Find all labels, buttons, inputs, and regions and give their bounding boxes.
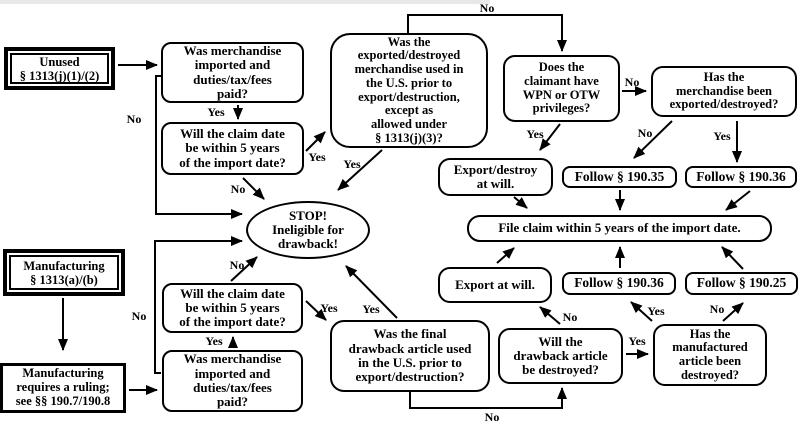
- edge-claim-date-bottom-no-to-stop: [230, 256, 258, 282]
- edge-export-at-will-to-file-claim: [496, 247, 515, 264]
- node-was-merchandise-imported-top-label: Was merchandise imported and duties/tax/…: [183, 42, 282, 101]
- node-stop-ineligible-label: STOP! Ineligible for drawback!: [272, 207, 344, 252]
- node-stop-ineligible: STOP! Ineligible for drawback!: [246, 201, 370, 259]
- edge-label-yes: Yes: [308, 150, 326, 164]
- edge-label-yes: Yes: [647, 304, 665, 318]
- node-export-destroy-at-will: Export/destroy at will.: [438, 158, 553, 196]
- edge-claim-date-bottom-yes-to-was-final: [305, 300, 327, 321]
- node-unused-entry: Unused § 1313(j)(1)/(2): [4, 47, 115, 90]
- node-file-claim-label: File claim within 5 years of the import …: [498, 220, 741, 236]
- edge-label-no: No: [709, 302, 725, 316]
- node-follow-190-36-top-label: Follow § 190.36: [696, 168, 786, 184]
- edge-has-manufactured-no-to-follow-190-25: [722, 302, 744, 322]
- node-claimant-wpn-otw-label: Does the claimant have WPN or OTW privil…: [522, 60, 601, 116]
- edge-label-no: No: [484, 410, 500, 424]
- edge-label-yes: Yes: [526, 127, 544, 141]
- node-unused-entry-label: Unused § 1313(j)(1)/(2): [19, 54, 100, 83]
- edge-follow-190-36-top-to-file-claim: [725, 190, 751, 211]
- edge-has-merch-no-to-follow-190-35: [633, 120, 673, 159]
- node-was-merchandise-imported-bottom-label: Was merchandise imported and duties/tax/…: [183, 351, 282, 410]
- edge-label-no: No: [126, 112, 142, 126]
- node-follow-190-35: Follow § 190.35: [562, 166, 677, 188]
- node-merchandise-used-except-1313j3: Was the exported/destroyed merchandise u…: [330, 33, 488, 148]
- node-claim-date-bottom-label: Will the claim date be within 5 years of…: [179, 285, 286, 330]
- edge-label-no: No: [131, 309, 147, 323]
- edge-label-yes: Yes: [713, 129, 731, 143]
- node-has-merchandise-exported-label: Has the merchandise been exported/destro…: [669, 69, 779, 112]
- edge-label-no: No: [230, 182, 246, 196]
- edge-was-final-no-to-will-drawback: [409, 387, 567, 409]
- edge-was-merch-bottom-no-to-stop: [154, 236, 243, 374]
- node-manufacturing-ruling: Manufacturing requires a ruling; see §§ …: [0, 363, 126, 413]
- node-manufacturing-entry-label: Manufacturing § 1313(a)/(b): [23, 258, 105, 287]
- node-follow-190-35-label: Follow § 190.35: [574, 168, 665, 184]
- edge-label-no: No: [624, 75, 640, 89]
- node-will-drawback-article-destroyed: Will the drawback article be destroyed?: [498, 328, 623, 384]
- node-export-destroy-at-will-label: Export/destroy at will.: [453, 161, 538, 191]
- edge-label-yes: Yes: [343, 157, 361, 171]
- node-follow-190-25: Follow § 190.25: [685, 272, 798, 295]
- node-export-at-will-label: Export at will.: [455, 276, 535, 292]
- edge-claim-date-top-yes-to-used-except: [305, 131, 326, 152]
- node-export-at-will: Export at will.: [438, 267, 552, 303]
- edge-label-yes: Yes: [628, 334, 646, 348]
- edge-label-yes: Yes: [207, 105, 225, 119]
- node-follow-190-36-bottom-label: Follow § 190.36: [574, 275, 664, 291]
- edge-will-drawback-no-to-export-at-will: [539, 306, 561, 325]
- node-claim-date-top-label: Will the claim date be within 5 years of…: [179, 126, 286, 170]
- edge-used-except-yes-to-stop: [337, 149, 383, 191]
- edge-label-no: No: [562, 310, 578, 324]
- node-has-merchandise-exported: Has the merchandise been exported/destro…: [651, 66, 797, 117]
- node-manufacturing-ruling-label: Manufacturing requires a ruling; see §§ …: [15, 366, 111, 408]
- node-claim-date-top: Will the claim date be within 5 years of…: [161, 122, 304, 175]
- node-was-final-article-used-label: Was the final drawback article used in t…: [348, 326, 472, 385]
- edge-claimant-yes-to-export-destroy: [539, 123, 561, 151]
- edge-label-yes: Yes: [205, 334, 223, 348]
- scan-artifact-band: [0, 0, 490, 4]
- edge-follow-190-25-to-file-claim: [721, 246, 744, 270]
- edge-label-yes: Yes: [362, 302, 380, 316]
- node-has-manufactured-article-destroyed: Has the manufactured article been destro…: [653, 324, 767, 386]
- edge-export-destroy-to-file-claim: [513, 196, 528, 209]
- node-claim-date-bottom: Will the claim date be within 5 years of…: [162, 283, 303, 333]
- node-manufacturing-entry: Manufacturing § 1313(a)/(b): [3, 249, 125, 296]
- node-will-drawback-article-destroyed-label: Will the drawback article be destroyed?: [513, 333, 608, 378]
- edge-label-no: No: [479, 1, 495, 15]
- edge-was-final-yes-to-stop: [345, 265, 398, 319]
- node-follow-190-36-bottom: Follow § 190.36: [562, 272, 676, 295]
- node-follow-190-36-top: Follow § 190.36: [685, 166, 797, 188]
- edge-label-no: No: [637, 126, 653, 140]
- node-follow-190-25-label: Follow § 190.25: [696, 275, 787, 291]
- edge-label-yes: Yes: [320, 301, 338, 315]
- edge-label-no: No: [229, 258, 245, 272]
- node-was-final-article-used: Was the final drawback article used in t…: [330, 320, 490, 392]
- node-claimant-wpn-otw: Does the claimant have WPN or OTW privil…: [503, 55, 620, 122]
- edge-has-manufactured-yes-to-follow-190-36-bottom: [630, 301, 653, 322]
- node-merchandise-used-except-1313j3-label: Was the exported/destroyed merchandise u…: [354, 34, 464, 145]
- node-was-merchandise-imported-bottom: Was merchandise imported and duties/tax/…: [162, 350, 303, 412]
- edge-used-except-no-to-claimant: [407, 14, 567, 52]
- node-has-manufactured-article-destroyed-label: Has the manufactured article been destro…: [672, 326, 748, 382]
- node-file-claim: File claim within 5 years of the import …: [467, 215, 772, 242]
- node-was-merchandise-imported-top: Was merchandise imported and duties/tax/…: [161, 42, 304, 103]
- edge-claim-date-top-no-to-stop: [242, 177, 265, 200]
- edge-was-merch-top-no-to-stop: [155, 75, 243, 219]
